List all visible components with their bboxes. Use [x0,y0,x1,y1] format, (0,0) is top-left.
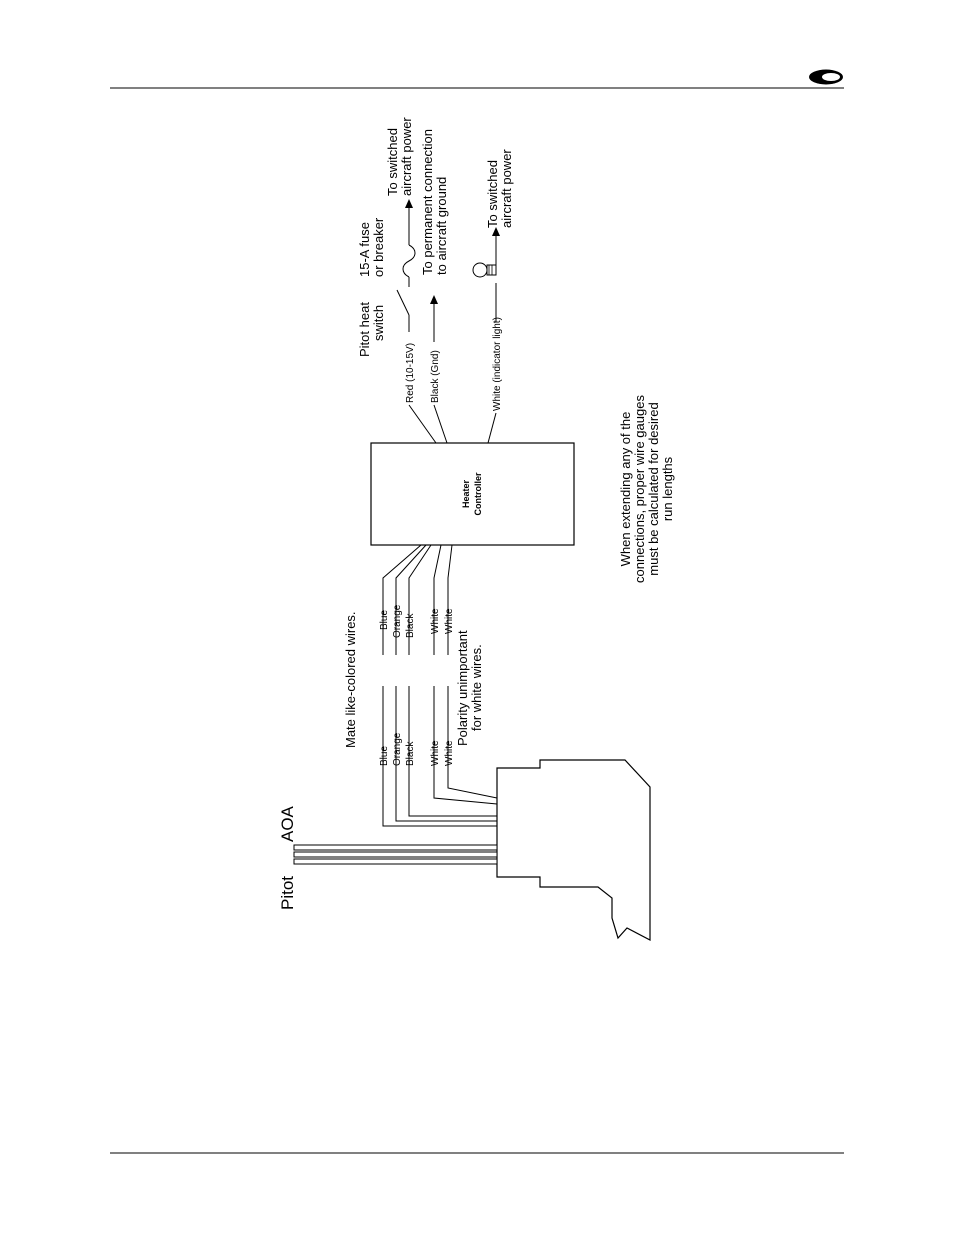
extension-note-line1: When extending any of the [618,412,633,567]
probe-wire-label: Orange [392,732,403,766]
fuse-label-line1: 15-A fuse [357,222,372,277]
aoa-label: AOA [278,805,297,842]
probe-wire-label: Blue [379,746,390,766]
power-label-2-line1: To switched [485,160,500,228]
controller-wire-label: White [444,608,455,634]
indicator-light-bulb-icon [472,262,497,278]
black-wire-label: Black (Gnd) [430,350,441,403]
mate-wires-note: Mate like-colored wires. [343,611,358,748]
controller-label-line1: Heater [461,479,471,508]
extension-note-line2: connections, proper wire gauges [632,395,647,583]
extension-note-line3: must be calculated for desired [646,402,661,575]
heater-controller-box [370,442,575,546]
ground-label-line1: To permanent connection [420,129,435,275]
controller-label-line2: Controller [473,472,483,515]
controller-wire-label: Orange [392,604,403,638]
pitot-aoa-tubes [293,844,498,865]
power-label-2-line2: aircraft power [499,149,514,228]
power-label-1-line2: aircraft power [399,117,414,196]
fuse-label-line2: or breaker [371,217,386,277]
controller-wire-labels: Blue Orange Black White White [379,604,455,638]
switch-label-line2: switch [371,305,386,341]
power-label-1-line1: To switched [385,128,400,196]
controller-wire-label: Black [405,613,416,638]
ground-label-line2: to aircraft ground [434,177,449,275]
controller-wires [382,544,453,655]
probe-wires [382,686,498,827]
pitot-label: Pitot [278,876,297,910]
extension-note-line4: run lengths [660,456,675,521]
probe-wire-label: Black [405,741,416,766]
pitot-heat-switch-symbol [396,277,410,316]
controller-wire-label: Blue [379,610,390,630]
polarity-note-line1: Polarity unimportant [455,630,470,746]
probe-wire-label: White [444,740,455,766]
output-wires [408,283,497,444]
fuse-symbol [402,244,416,278]
probe-wire-label: White [430,740,441,766]
controller-wire-label: White [430,608,441,634]
white-wire-label: White (indicator light) [492,317,503,411]
pitot-probe-body [496,759,651,941]
brand-logo-icon [809,69,843,85]
probe-wire-labels: Blue Orange Black White White [379,732,455,766]
polarity-note-line2: for white wires. [469,644,484,731]
red-wire-label: Red (10-15V) [405,343,416,403]
switch-label-line1: Pitot heat [357,302,372,357]
